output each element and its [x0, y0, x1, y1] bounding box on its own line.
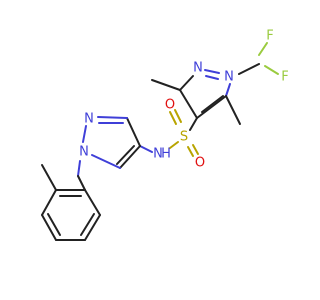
bond-s-o1	[174, 109, 182, 123]
bond-ar2-ar3-double	[80, 213, 95, 236]
bond-c5-methyl	[225, 95, 241, 125]
bond-n1b-c5b	[91, 154, 121, 169]
bond-n2-c3	[179, 75, 194, 91]
bond-ar2-ar3	[84, 214, 101, 241]
bond-n1b-ch2	[77, 160, 81, 177]
bond-ar4-ar5-double	[47, 213, 61, 236]
bond-ar4-ar5	[41, 214, 57, 241]
atom-n-ring-a-1: N	[224, 70, 234, 85]
bond-f2-chf2	[264, 65, 279, 75]
atom-n-ring-b-2: N	[84, 112, 94, 127]
molecule-structure-diagram: F F N N S O O N H N N	[41, 29, 289, 241]
bond-c4b-c5b-double	[116, 145, 135, 165]
atom-s-sulfonyl: S	[180, 130, 188, 145]
bond-f1-chf2	[258, 42, 268, 56]
bond-ch2-aryl	[77, 175, 86, 191]
bond-n2b-n1b	[82, 125, 87, 143]
bond-c4-c5-double	[201, 95, 224, 113]
atom-o-upper: O	[165, 98, 175, 113]
bond-c5-n1	[225, 83, 231, 97]
bond-c3-methyl	[151, 79, 181, 91]
bond-s-o2-double	[187, 146, 194, 157]
atom-n-amide: N	[153, 147, 163, 162]
bond-c4-s	[189, 117, 198, 131]
atom-f-right: F	[281, 70, 288, 85]
bond-n1-n2	[204, 69, 220, 74]
atom-h-amide: H	[161, 147, 171, 162]
atom-f-top: F	[266, 29, 273, 44]
bond-c3-c4	[179, 89, 198, 119]
bond-c4-c5	[196, 95, 227, 119]
bond-s-nh	[169, 141, 179, 149]
bond-n1-n2-double	[205, 75, 219, 80]
bond-ar6-methyl	[41, 164, 57, 191]
bond-nh-c4b	[139, 145, 153, 153]
bonds	[41, 42, 279, 241]
atom-n-ring-a-2: N	[193, 61, 203, 76]
bond-c4b-c3b	[126, 117, 141, 147]
bond-s-o2	[192, 144, 199, 155]
atom-labels: F F N N S O O N H N N	[79, 29, 289, 171]
bond-ar5-ar6	[41, 189, 57, 216]
bond-ar1-ar2	[84, 189, 101, 216]
atom-n-ring-b-1: N	[79, 145, 89, 160]
atom-o-lower: O	[195, 156, 205, 171]
bond-c4b-c5b	[119, 145, 141, 169]
bond-chf2-n1	[238, 63, 260, 75]
bond-c3b-n2b	[97, 116, 128, 119]
bond-s-o1-double	[169, 111, 177, 125]
